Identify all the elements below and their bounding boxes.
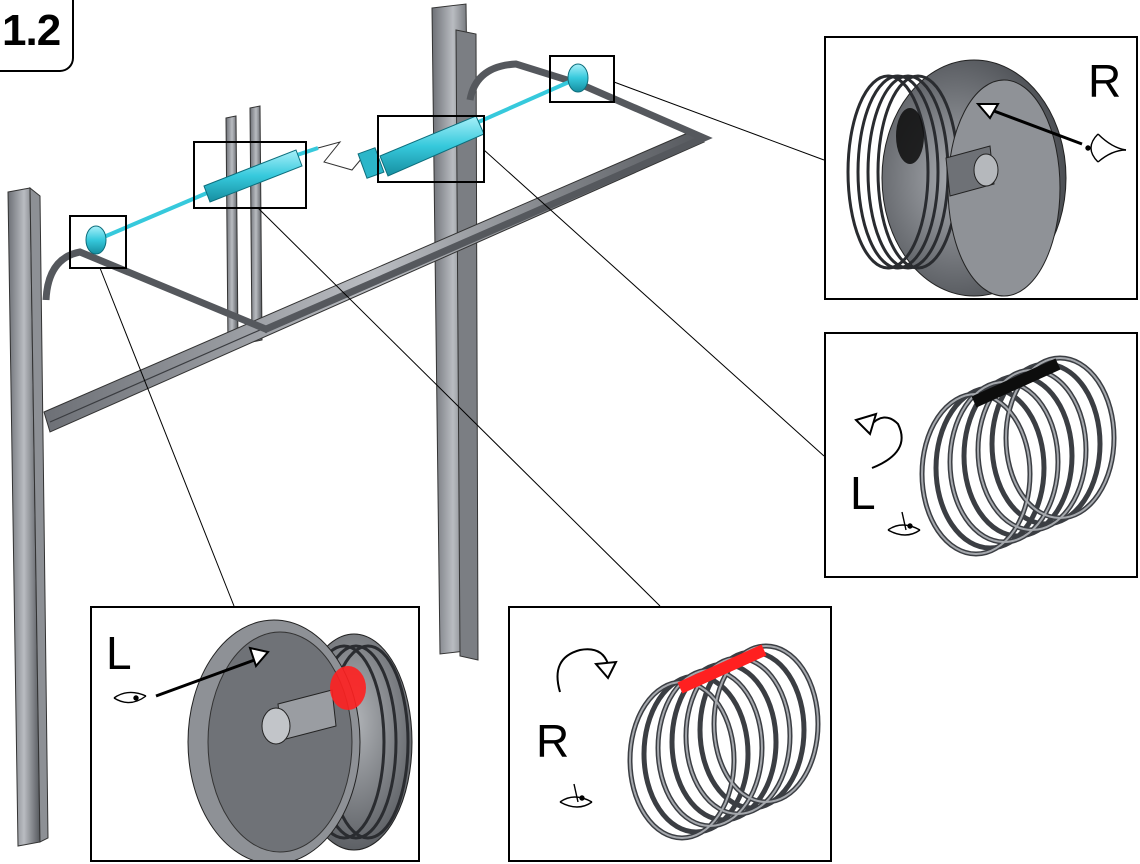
right-vertical-track [431, 3, 479, 661]
side-label-r: R [1088, 55, 1122, 107]
black-marker-stripe [971, 358, 1061, 408]
step-number: 1.2 [2, 6, 61, 55]
inset-right-spring: R [508, 606, 832, 862]
side-label-l: L [106, 627, 132, 679]
black-marker [896, 108, 924, 164]
eye-icon [113, 691, 147, 704]
eye-icon [887, 511, 921, 536]
inset-left-drum: L [90, 606, 420, 862]
inset-left-spring: L [824, 332, 1138, 578]
side-label-r: R [536, 715, 570, 767]
side-label-l: L [850, 467, 876, 519]
rotation-arrow-icon [556, 648, 609, 693]
left-vertical-track [7, 186, 49, 847]
detail-frames [69, 55, 615, 269]
pointer-arrow-icon [985, 106, 1083, 146]
inset-right-drum: R [824, 36, 1138, 300]
red-marker [330, 666, 366, 710]
rotation-arrow-icon [869, 416, 903, 469]
cyan-springs [85, 63, 589, 255]
red-marker-stripe [677, 644, 767, 694]
eye-icon [559, 783, 593, 808]
cable-drum-left-drawing [113, 619, 413, 860]
cable-drum-right-drawing [846, 59, 1127, 297]
curved-tracks [42, 60, 713, 334]
pointer-arrow-icon [155, 656, 261, 698]
eye-icon [1085, 133, 1127, 163]
spring-right-drawing [556, 643, 821, 841]
leader-lines [99, 81, 825, 607]
step-badge: 1.2 [0, 0, 74, 72]
spring-left-drawing [854, 355, 1117, 557]
